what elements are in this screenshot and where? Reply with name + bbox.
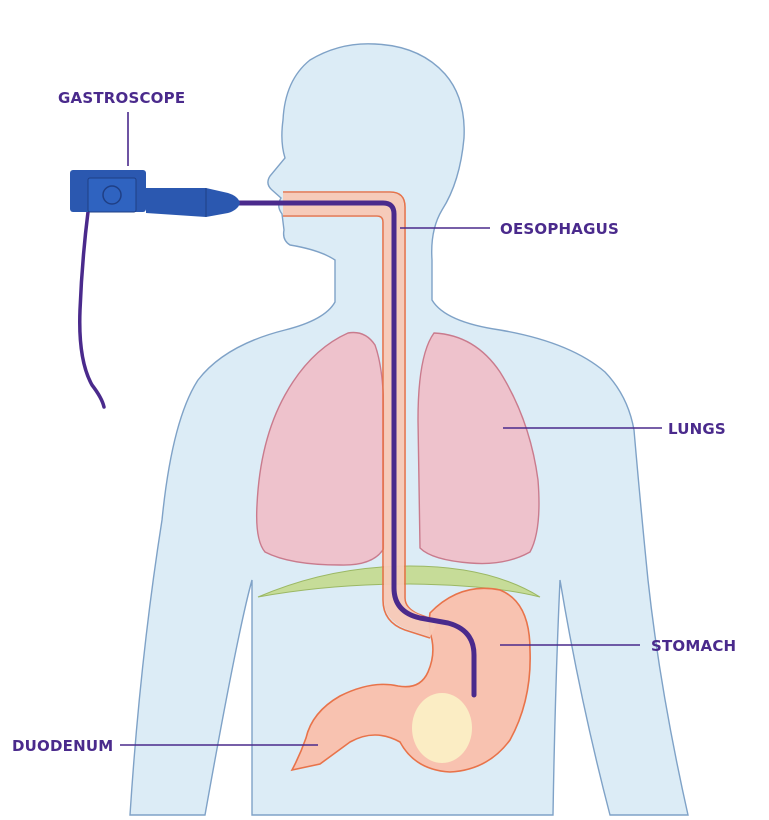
scope-light-glow	[412, 693, 472, 763]
gastroscope-control-panel	[88, 178, 136, 212]
label-oesophagus: OESOPHAGUS	[500, 220, 619, 238]
label-stomach: STOMACH	[651, 637, 736, 655]
gastroscope-shaft	[146, 188, 206, 217]
label-gastroscope: GASTROSCOPE	[58, 89, 185, 107]
label-lungs: LUNGS	[668, 420, 726, 438]
label-duodenum: DUODENUM	[12, 737, 113, 755]
gastroscope-cable	[80, 212, 104, 407]
gastroscope-tip	[206, 188, 240, 217]
